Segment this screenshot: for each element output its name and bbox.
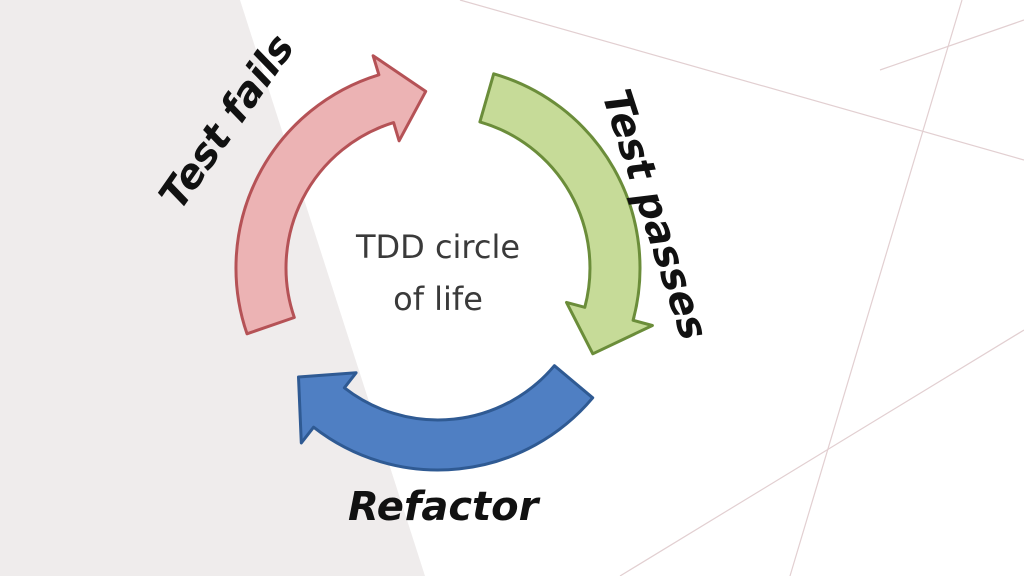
decorative-line xyxy=(459,0,1024,161)
decorative-line xyxy=(789,0,963,576)
label-refactor: Refactor xyxy=(348,484,541,530)
cycle-arrows xyxy=(234,54,654,472)
diagram-title-line-1: TDD circle xyxy=(355,228,520,266)
decorative-line xyxy=(619,329,1024,576)
diagram-title-line-2: of life xyxy=(393,280,483,318)
refactor-arrow xyxy=(297,364,595,472)
decorative-lines xyxy=(459,0,1024,576)
decorative-line xyxy=(879,19,1024,71)
test-fails-arrow xyxy=(234,54,428,336)
test-passes-arrow xyxy=(478,72,654,356)
